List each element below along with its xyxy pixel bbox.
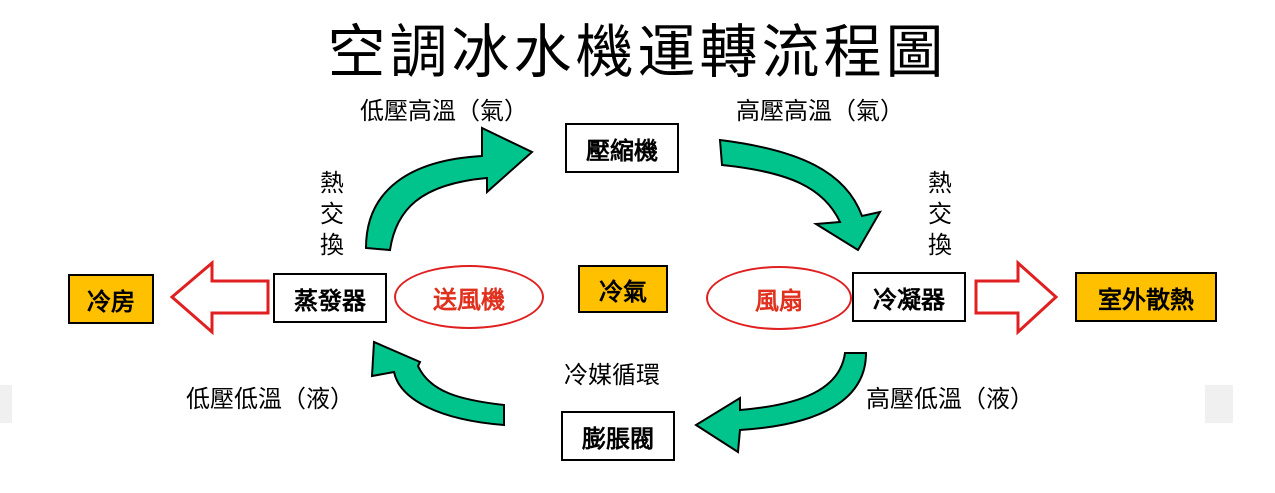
refrigerant-cycle-label: 冷媒循環 (564, 361, 660, 389)
flow-arrow-condenser-to-valve (694, 352, 868, 454)
right-edge-strip (1205, 385, 1233, 423)
state-label-low-pressure-low-temp-liquid: 低壓低溫（液） (186, 385, 354, 413)
expansion-valve-box: 膨脹閥 (561, 411, 675, 461)
flow-arrow-evaporator-to-compressor (364, 126, 534, 252)
state-label-high-pressure-high-temp-gas: 高壓高溫（氣） (736, 97, 904, 125)
cooling-output-arrow (169, 259, 270, 336)
evaporator-box: 蒸發器 (273, 273, 387, 323)
cold-air-box: 冷氣 (578, 265, 668, 313)
fan-oval: 風扇 (706, 266, 852, 330)
heat-exchange-label-right: 熱 交 換 (928, 169, 952, 259)
diagram-title: 空調冰水機運轉流程圖 (327, 18, 948, 86)
flow-arrow-valve-to-evaporator (370, 340, 505, 427)
state-label-high-pressure-low-temp-liquid: 高壓低溫（液） (866, 385, 1034, 413)
left-edge-strip (0, 385, 12, 423)
condenser-box: 冷凝器 (852, 272, 966, 322)
compressor-box: 壓縮機 (565, 123, 679, 173)
cooling-box: 冷房 (68, 274, 154, 324)
state-label-low-pressure-high-temp-gas: 低壓高溫（氣） (360, 97, 528, 125)
blower-oval: 送風機 (394, 265, 544, 329)
heat-rejection-arrow (974, 259, 1059, 336)
heat-exchange-label-left: 熱 交 換 (320, 169, 344, 259)
flow-arrow-compressor-to-condenser (718, 138, 883, 252)
outdoor-heat-box: 室外散熱 (1075, 272, 1217, 322)
